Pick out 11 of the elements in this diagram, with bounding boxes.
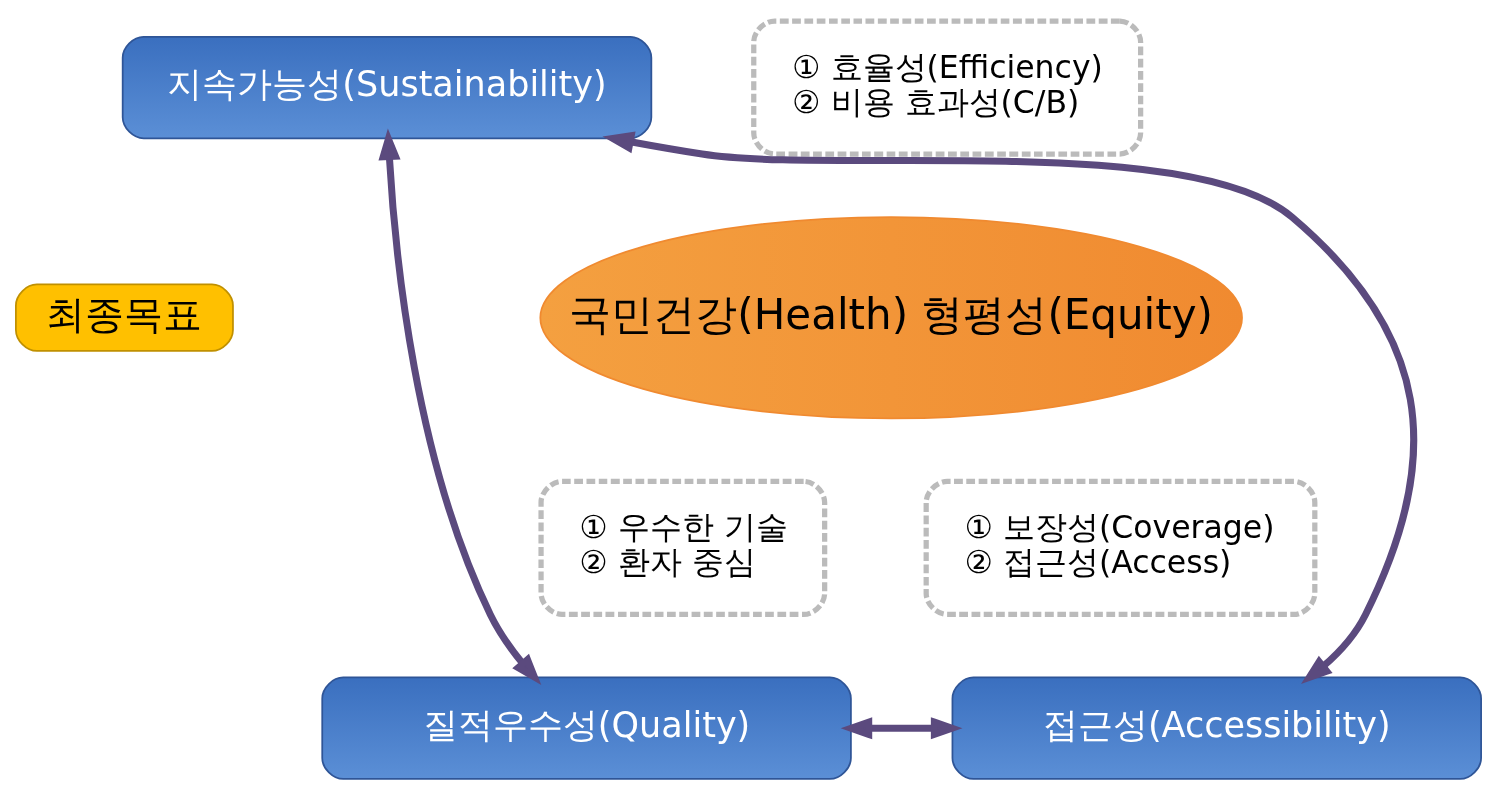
arrow [840, 716, 963, 739]
node-box: ① 보장성(Coverage) ② 접근성(Access) [923, 478, 1318, 617]
node-box: 질적우수성(Quality) [321, 676, 852, 780]
node-ellipse: 국민건강(Health) 형평성(Equity) [539, 215, 1243, 419]
node-box: 지속가능성(Sustainability) [121, 35, 653, 139]
node-box: 접근성(Accessibility) [951, 676, 1482, 780]
node-box: ① 효율성(Efficiency) ② 비용 효과성(C/B) [751, 17, 1144, 157]
arrow [378, 127, 542, 685]
node-box: 최종목표 [15, 283, 234, 352]
arrow [602, 130, 1417, 684]
node-box: ① 우수한 기술 ② 환자 중심 [538, 478, 828, 617]
